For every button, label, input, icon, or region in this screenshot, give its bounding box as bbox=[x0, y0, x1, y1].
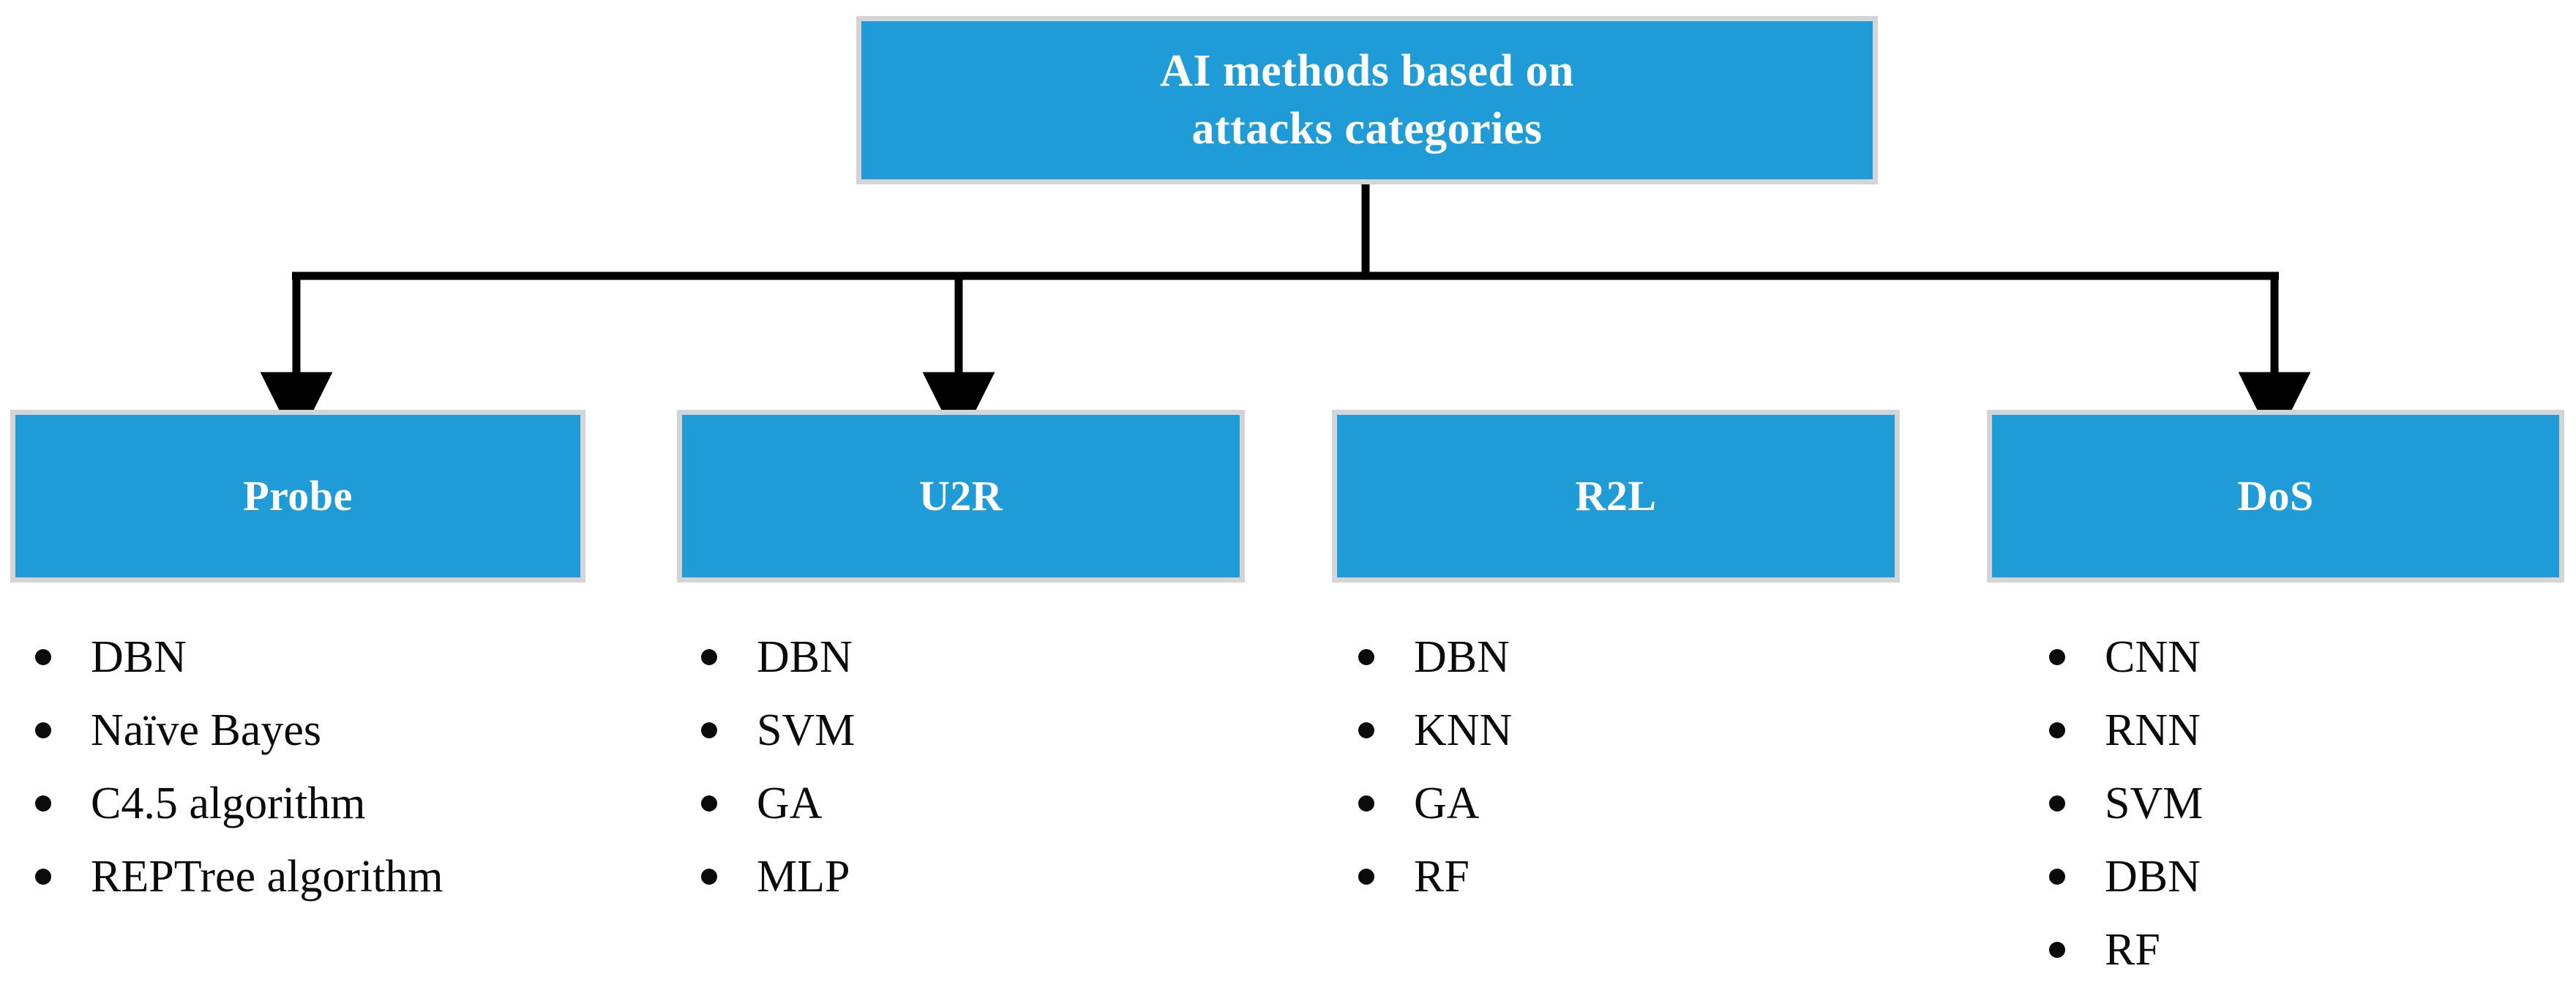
bullet-dot-icon bbox=[2049, 649, 2065, 665]
method-list-item: MLP bbox=[701, 840, 855, 913]
method-list-item-label: RF bbox=[1414, 852, 1469, 902]
method-list-item: RNN bbox=[2049, 694, 2203, 767]
method-list-item-label: REPTree algorithm bbox=[91, 852, 443, 902]
method-list-item-label: SVM bbox=[757, 705, 855, 755]
method-list-item: GA bbox=[701, 767, 855, 840]
method-list-item-label: DBN bbox=[91, 632, 187, 682]
method-list-item-label: MLP bbox=[757, 852, 850, 902]
bullet-dot-icon bbox=[1358, 649, 1374, 665]
bullet-dot-icon bbox=[35, 649, 51, 665]
bullet-dot-icon bbox=[1358, 722, 1374, 738]
category-label-probe: Probe bbox=[243, 471, 353, 520]
method-list-item: REPTree algorithm bbox=[35, 840, 443, 913]
root-node-box: AI methods based on attacks categories bbox=[856, 16, 1878, 184]
bullet-dot-icon bbox=[35, 722, 51, 738]
bullet-dot-icon bbox=[2049, 942, 2065, 958]
bullet-dot-icon bbox=[35, 869, 51, 885]
bullet-dot-icon bbox=[701, 795, 717, 812]
bullet-dot-icon bbox=[701, 649, 717, 665]
category-box-probe: Probe bbox=[10, 410, 585, 582]
bullet-dot-icon bbox=[701, 722, 717, 738]
method-list-item: RF bbox=[1358, 840, 1512, 913]
method-list-dos: CNN RNN SVM DBN RF bbox=[2049, 621, 2203, 986]
method-list-u2r: DBN SVM GA MLP bbox=[701, 621, 855, 913]
method-list-item-label: DBN bbox=[1414, 632, 1510, 682]
method-list-item-label: Naïve Bayes bbox=[91, 705, 322, 755]
category-box-u2r: U2R bbox=[677, 410, 1245, 582]
bullet-dot-icon bbox=[2049, 722, 2065, 738]
bullet-dot-icon bbox=[2049, 869, 2065, 885]
method-list-r2l: DBN KNN GA RF bbox=[1358, 621, 1512, 913]
method-list-item: DBN bbox=[2049, 840, 2203, 913]
method-list-item: CNN bbox=[2049, 621, 2203, 694]
category-label-r2l: R2L bbox=[1575, 471, 1657, 520]
bullet-dot-icon bbox=[1358, 869, 1374, 885]
root-node-label-line2: attacks categories bbox=[1191, 104, 1543, 154]
method-list-item: Naïve Bayes bbox=[35, 694, 443, 767]
category-label-u2r: U2R bbox=[918, 471, 1003, 520]
method-list-item-label: RNN bbox=[2105, 705, 2201, 755]
method-list-item: DBN bbox=[35, 621, 443, 694]
root-node-label-line1: AI methods based on bbox=[1160, 45, 1574, 96]
bullet-dot-icon bbox=[701, 869, 717, 885]
bullet-dot-icon bbox=[35, 795, 51, 812]
category-label-dos: DoS bbox=[2237, 471, 2314, 520]
method-list-item: DBN bbox=[1358, 621, 1512, 694]
method-list-item: SVM bbox=[2049, 767, 2203, 840]
root-node-label: AI methods based on attacks categories bbox=[1160, 42, 1574, 159]
bullet-dot-icon bbox=[1358, 795, 1374, 812]
method-list-item-label: C4.5 algorithm bbox=[91, 779, 366, 828]
method-list-item: SVM bbox=[701, 694, 855, 767]
method-list-item: C4.5 algorithm bbox=[35, 767, 443, 840]
method-list-item-label: KNN bbox=[1414, 705, 1513, 755]
method-list-item-label: GA bbox=[757, 779, 823, 828]
method-list-item: RF bbox=[2049, 913, 2203, 986]
method-list-item-label: RF bbox=[2105, 925, 2160, 975]
method-list-item-label: DBN bbox=[2105, 852, 2201, 902]
bullet-dot-icon bbox=[2049, 795, 2065, 812]
method-list-item-label: GA bbox=[1414, 779, 1480, 828]
method-list-item-label: DBN bbox=[757, 632, 853, 682]
method-list-item: KNN bbox=[1358, 694, 1512, 767]
method-list-item: GA bbox=[1358, 767, 1512, 840]
method-list-item-label: CNN bbox=[2105, 632, 2201, 682]
method-list-item: DBN bbox=[701, 621, 855, 694]
category-box-dos: DoS bbox=[1987, 410, 2564, 582]
method-list-item-label: SVM bbox=[2105, 779, 2204, 828]
category-box-r2l: R2L bbox=[1332, 410, 1900, 582]
